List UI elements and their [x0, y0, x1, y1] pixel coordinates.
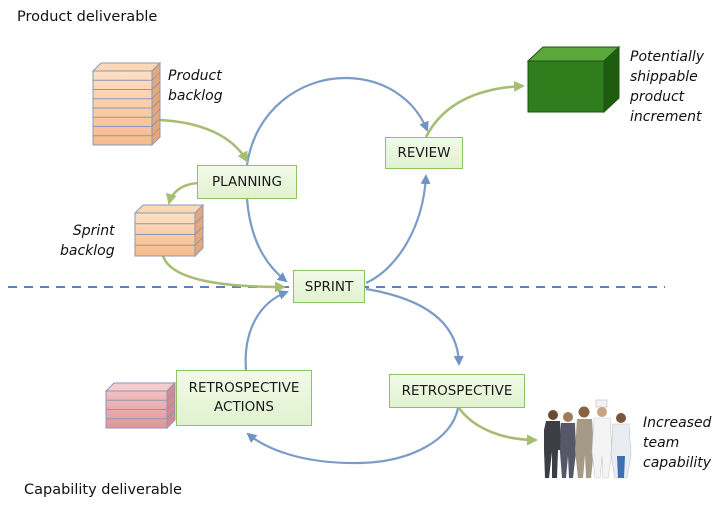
- team-people-icon: [544, 399, 632, 479]
- arrow-sprint-to-review: [365, 174, 431, 285]
- arrow-planning-to-sprint-backlog: [166, 181, 199, 205]
- arrow-review-to-increment: [424, 80, 525, 138]
- sprint-backlog-stack-icon: [133, 203, 205, 258]
- retrospective-actions-box: RETROSPECTIVE ACTIONS: [176, 370, 312, 426]
- arrow-planning-to-review-arc: [245, 76, 429, 166]
- review-box: REVIEW: [385, 137, 463, 169]
- sprint-backlog-label: Sprint backlog: [60, 223, 115, 259]
- arrow-product-backlog-to-planning: [159, 118, 249, 163]
- retrospective-box: RETROSPECTIVE: [389, 374, 525, 408]
- capability-deliverable-label: Capability deliverable: [24, 482, 182, 498]
- arrow-sprint-to-retrospective: [365, 287, 464, 366]
- planning-box: PLANNING: [197, 165, 297, 199]
- product-increment-label: Potentially shippable product increment: [630, 49, 705, 125]
- product-backlog-stack-icon: [91, 61, 162, 147]
- increment-cube-icon: [526, 45, 621, 114]
- product-deliverable-label: Product deliverable: [17, 9, 158, 25]
- product-backlog-label: Product backlog: [168, 68, 223, 104]
- sprint-box: SPRINT: [293, 270, 365, 303]
- arrow-actions-to-sprint: [244, 290, 289, 371]
- team-capability-label: Increased team capability: [643, 415, 712, 471]
- arrow-sprint-backlog-to-sprint: [161, 255, 286, 293]
- retro-actions-stack-icon: [104, 381, 177, 430]
- arrow-retrospective-to-actions: [246, 407, 460, 465]
- arrow-retrospective-to-team: [457, 407, 538, 446]
- arrow-planning-to-sprint: [245, 198, 288, 283]
